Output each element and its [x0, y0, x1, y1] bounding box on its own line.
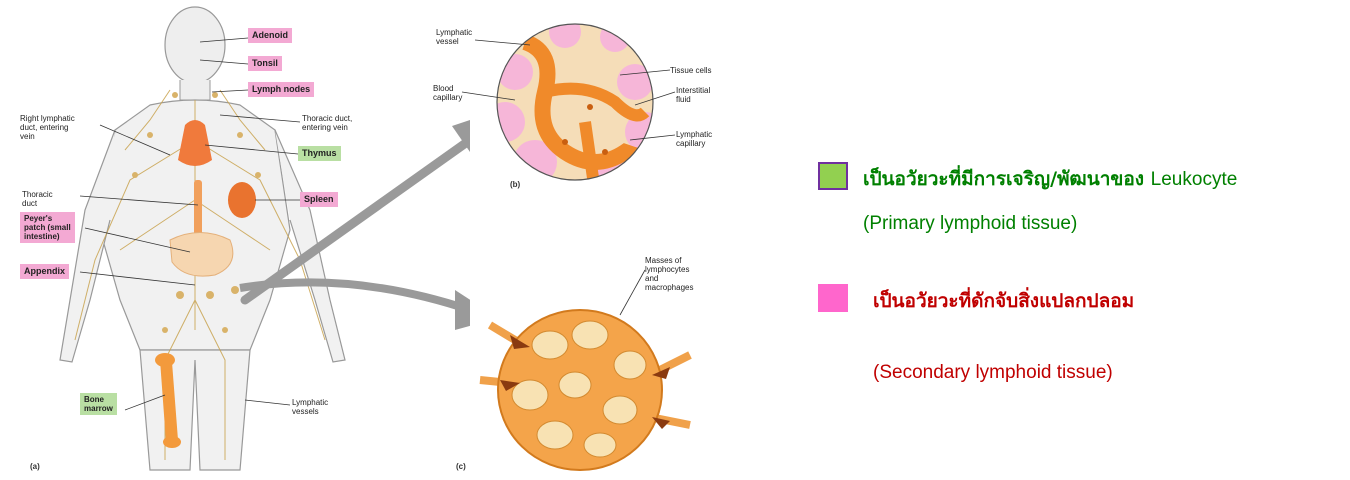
legend-primary-english: (Primary lymphoid tissue): [863, 213, 1077, 235]
legend-primary-text: เป็นอวัยวะที่มีการเจริญ/พัฒนาของ Leukocy…: [863, 164, 1237, 194]
legend-secondary-thai: เป็นอวัยวะที่ดักจับสิ่งแปลกปลอม: [873, 286, 1134, 316]
tag-lymph-nodes: Lymph nodes: [248, 82, 314, 97]
lymph-node-illustration: [470, 285, 700, 480]
capillary-leader-lines: [420, 20, 690, 170]
tag-thymus: Thymus: [298, 146, 341, 161]
panel-label-a: (a): [30, 462, 40, 471]
tag-peyers-patch: Peyer's patch (small intestine): [20, 212, 75, 243]
tag-tonsil: Tonsil: [248, 56, 282, 71]
panel-label-b: (b): [510, 180, 520, 189]
legend-primary-thai: เป็นอวัยวะที่มีการเจริญ/พัฒนาของ: [863, 168, 1144, 190]
label-thoracic-duct: Thoracic duct: [22, 190, 53, 208]
legend-secondary-swatch: [818, 284, 848, 312]
label-lymphatic-vessels: Lymphatic vessels: [292, 398, 328, 416]
legend-primary-swatch: [818, 162, 848, 190]
legend-primary-latin: Leukocyte: [1151, 169, 1238, 190]
tag-bone-marrow: Bone marrow: [80, 393, 117, 415]
legend-secondary-english: (Secondary lymphoid tissue): [873, 362, 1113, 384]
node-leader-line: [600, 260, 660, 320]
panel-label-c: (c): [456, 462, 466, 471]
label-right-lymphatic-duct: Right lymphatic duct, entering vein: [20, 114, 75, 141]
tag-adenoid: Adenoid: [248, 28, 292, 43]
tag-appendix: Appendix: [20, 264, 69, 279]
label-thoracic-duct-entering-vein: Thoracic duct, entering vein: [302, 114, 352, 132]
tag-spleen: Spleen: [300, 192, 338, 207]
